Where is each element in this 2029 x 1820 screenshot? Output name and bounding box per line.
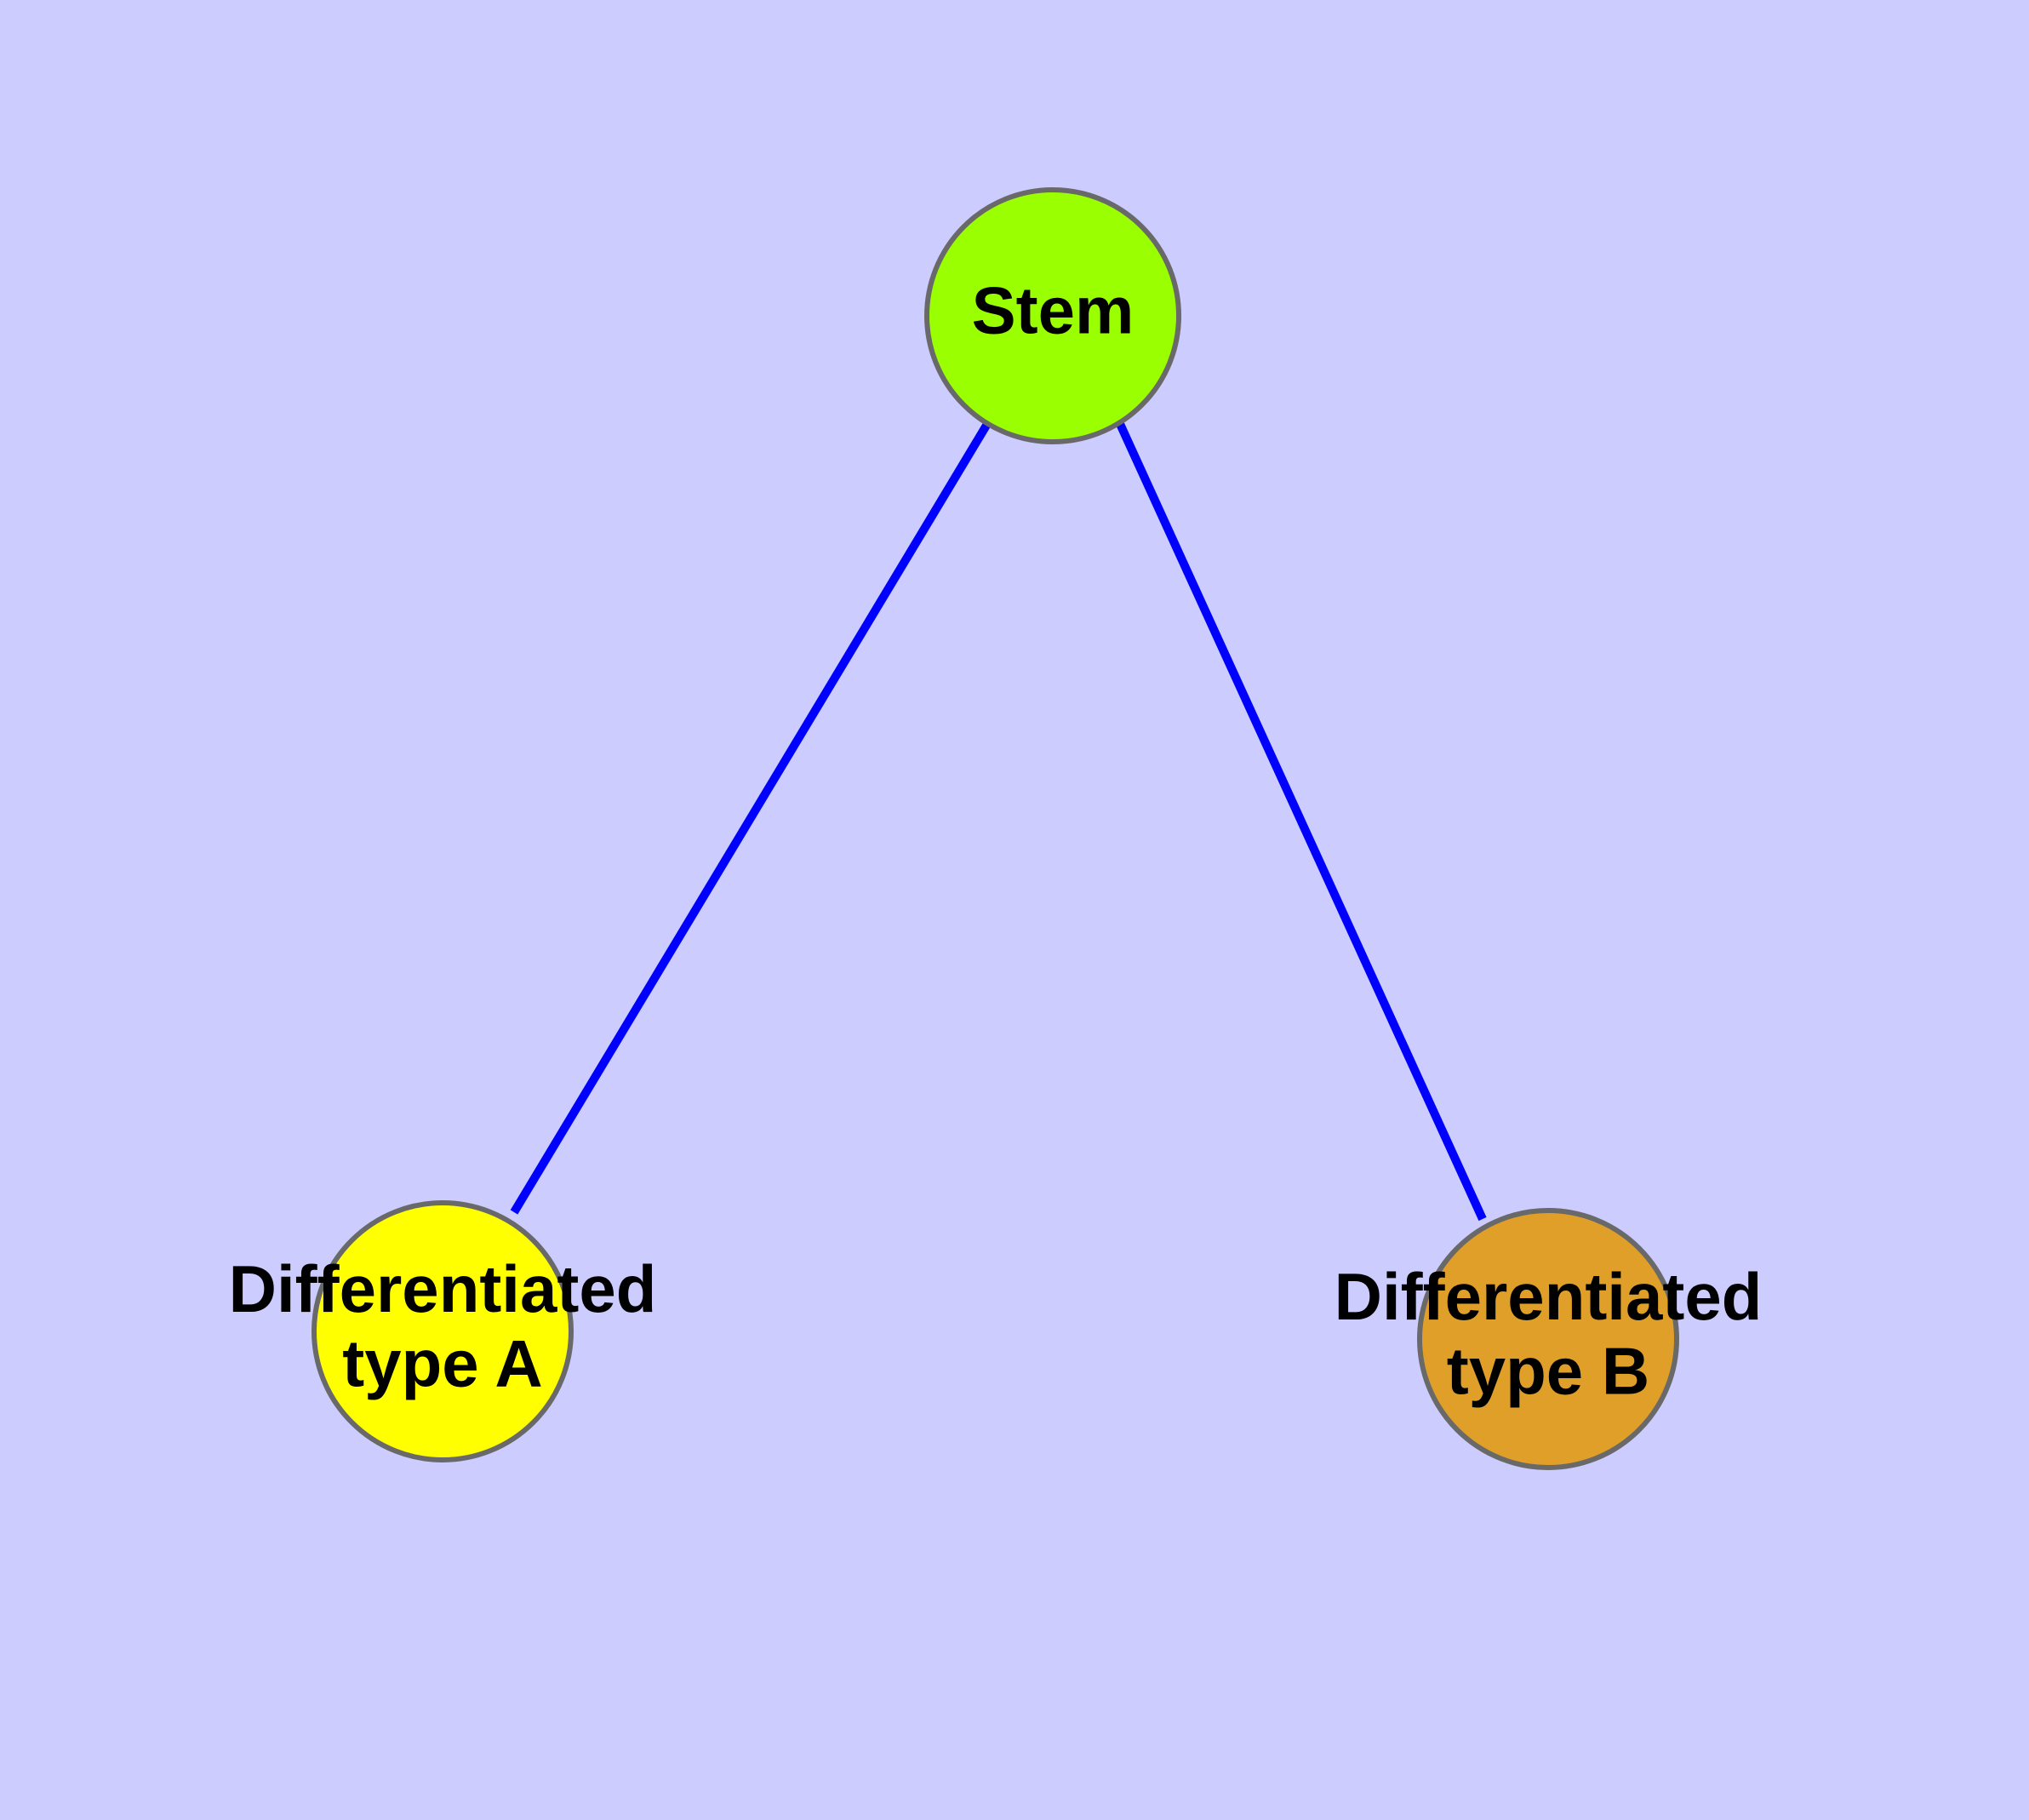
node-label-line-diff_b-0: Differentiated [1335,1259,1763,1334]
edges-layer [510,421,1487,1222]
node-circle-stem[interactable] [924,187,1181,444]
node-circle-diff_b[interactable] [1417,1208,1679,1470]
edge-stem-diff-b[interactable] [1116,421,1487,1222]
node-label-line-diff_a-0: Differentiated [229,1251,657,1326]
edge-stem-diff-a[interactable] [510,421,992,1215]
node-label-stem: Stem [972,273,1135,348]
node-label-line-diff_b-1: type B [1447,1333,1649,1408]
node-label-line-stem-0: Stem [972,273,1135,348]
nodes-layer [311,187,1679,1470]
node-circle-diff_a[interactable] [311,1200,574,1462]
node-label-line-diff_a-1: type A [342,1325,543,1400]
